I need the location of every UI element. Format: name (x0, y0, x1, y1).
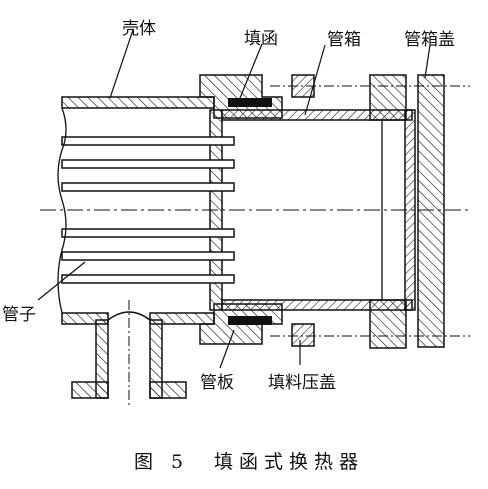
break-line (57, 107, 67, 314)
bottom-nozzle (71, 311, 187, 399)
tube-box (221, 109, 416, 311)
label-shell: 壳体 (122, 19, 156, 39)
leader-lines (37, 29, 431, 369)
shell-bottom (61, 312, 215, 325)
figure-title: 填函式换热器 (214, 451, 365, 473)
label-tubes: 管子 (2, 305, 36, 325)
tube-box-flange (369, 74, 407, 349)
shell-top (61, 96, 215, 109)
label-packing-box: 填函 (244, 29, 278, 49)
label-tube-sheet: 管板 (200, 373, 234, 393)
label-packing-gland: 填料压盖 (268, 373, 336, 393)
label-tube-box-cover: 管箱盖 (404, 30, 455, 50)
label-tube-box: 管箱 (327, 30, 361, 50)
tube-box-cover (417, 74, 445, 348)
tubes (61, 136, 235, 284)
figure-number: 图 5 (134, 451, 190, 473)
